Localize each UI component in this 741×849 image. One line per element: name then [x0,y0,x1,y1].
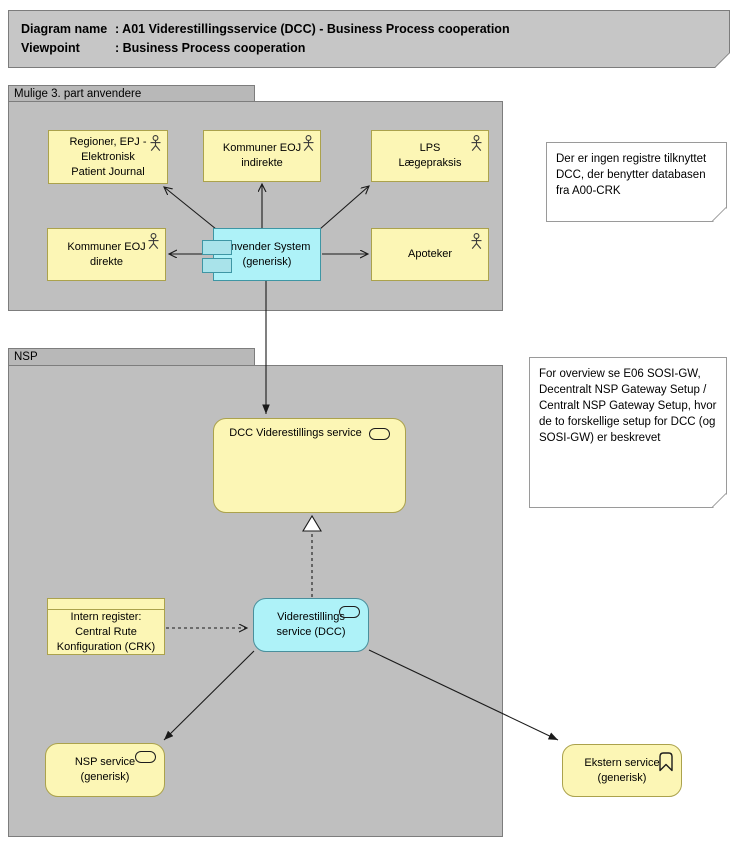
actor-icon [150,135,161,151]
actor-apoteker-label: Apoteker [407,248,453,260]
actor-icon [303,135,314,151]
service-dcc-viderestillings[interactable]: DCC Viderestillings service [213,418,406,513]
note-overview[interactable]: For overview se E06 SOSI-GW, Decentralt … [529,357,727,508]
actor-apoteker[interactable]: Apoteker [371,228,489,281]
folded-corner [712,207,727,222]
viewpoint-label: Viewpoint [21,41,80,55]
actor-icon [148,233,159,249]
component-anvender-system[interactable]: Anvender System (generisk) [202,228,321,281]
group-tab-third-party[interactable]: Mulige 3. part anvendere [8,85,255,102]
title-value: : A01 Viderestillingsservice (DCC) - Bus… [115,22,510,36]
service-icon [368,427,390,440]
note-overview-text: For overview se E06 SOSI-GW, Decentralt … [539,368,717,444]
note-registre-text: Der er ingen registre tilknyttet DCC, de… [556,153,707,197]
component-icon [202,258,232,273]
viewpoint-value: : Business Process cooperation [115,41,306,55]
component-icon [202,240,232,255]
service-ekstern-generisk[interactable]: Ekstern service (generisk) [562,744,682,797]
service-ekstern-generisk-label: Ekstern service (generisk) [584,756,660,784]
actor-regioner-label: Regioner, EPJ - Elektronisk Patient Jour… [69,135,147,178]
object-crk[interactable]: Intern register: Central Rute Konfigurat… [47,598,165,655]
folded-corner [712,493,727,508]
actor-kommuner-direkte-label: Kommuner EOJ direkte [67,240,146,268]
actor-icon [471,233,482,249]
actor-icon [471,135,482,151]
title-row-diagram-name: Diagram name : A01 Viderestillingsservic… [21,20,717,39]
bookmark-chevron-icon [659,752,673,772]
service-viderestillings-dcc-label: Viderestillings service (DCC) [276,611,346,638]
actor-kommuner-indirekte-label: Kommuner EOJ indirekte [222,142,302,169]
title-row-viewpoint: Viewpoint : Business Process cooperation [21,39,717,58]
diagram-title-note: Diagram name : A01 Viderestillingsservic… [8,10,730,68]
group-tab-nsp[interactable]: NSP [8,348,255,366]
service-nsp-generisk[interactable]: NSP service (generisk) [45,743,165,797]
service-icon [135,751,156,763]
note-registre[interactable]: Der er ingen registre tilknyttet DCC, de… [546,142,727,222]
service-nsp-generisk-label: NSP service (generisk) [74,756,136,783]
actor-regioner[interactable]: Regioner, EPJ - Elektronisk Patient Jour… [48,130,168,184]
actor-lps[interactable]: LPS Lægepraksis [371,130,489,182]
service-icon [339,606,360,618]
object-header-strip [48,599,164,610]
object-crk-label: Intern register: Central Rute Konfigurat… [56,611,156,653]
service-dcc-viderestillings-label: DCC Viderestillings service [229,427,362,439]
service-viderestillings-dcc[interactable]: Viderestillings service (DCC) [253,598,369,652]
actor-kommuner-indirekte[interactable]: Kommuner EOJ indirekte [203,130,321,182]
actor-lps-label: LPS Lægepraksis [398,142,462,169]
title-label: Diagram name [21,22,108,36]
component-anvender-system-label: Anvender System (generisk) [223,240,311,268]
actor-kommuner-direkte[interactable]: Kommuner EOJ direkte [47,228,166,281]
